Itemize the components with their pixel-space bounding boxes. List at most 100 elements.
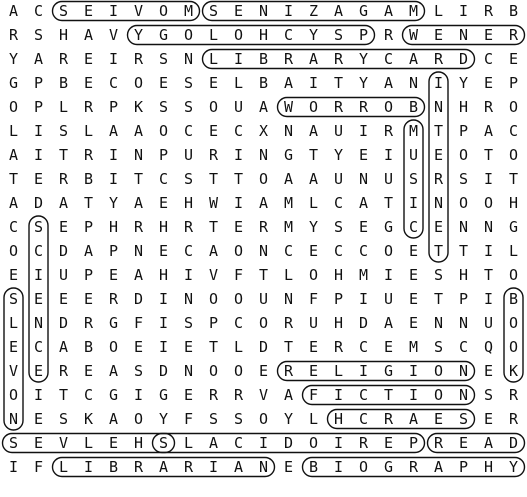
grid-letter: E (433, 410, 444, 428)
grid-letter: A (408, 410, 419, 428)
grid-letter: E (408, 242, 419, 260)
grid-letter: I (33, 386, 44, 404)
grid-letter: I (83, 458, 94, 476)
grid-letter: I (133, 386, 144, 404)
grid-letter: E (158, 194, 169, 212)
grid-letter: O (308, 434, 319, 452)
grid-letter: E (483, 362, 494, 380)
grid-letter: R (333, 50, 344, 68)
grid-letter: R (433, 434, 444, 452)
grid-letter: I (383, 146, 394, 164)
grid-letter: S (333, 26, 344, 44)
grid-letter: S (183, 98, 194, 116)
grid-letter: D (33, 194, 44, 212)
grid-letter: M (183, 2, 194, 20)
grid-letter: D (258, 338, 269, 356)
grid-letter: W (408, 26, 419, 44)
grid-letter: M (283, 194, 294, 212)
grid-letter: H (258, 26, 269, 44)
grid-letter: V (8, 362, 19, 380)
grid-letter: O (258, 410, 269, 428)
grid-letter: N (258, 458, 269, 476)
grid-letter: C (508, 122, 519, 140)
grid-letter: E (408, 266, 419, 284)
grid-letter: R (83, 146, 94, 164)
grid-letter: K (133, 98, 144, 116)
grid-letter: U (183, 146, 194, 164)
grid-letter: C (33, 2, 44, 20)
grid-letter: C (333, 242, 344, 260)
grid-letter: O (508, 146, 519, 164)
grid-letter: S (58, 122, 69, 140)
grid-letter: Y (133, 26, 144, 44)
grid-letter: L (8, 314, 19, 332)
grid-letter: R (183, 458, 194, 476)
grid-letter: R (233, 386, 244, 404)
grid-letter: E (383, 338, 394, 356)
grid-letter: R (433, 50, 444, 68)
grid-letter: L (208, 26, 219, 44)
grid-letter: B (83, 338, 94, 356)
grid-letter: U (483, 314, 494, 332)
grid-letter: O (508, 314, 519, 332)
grid-letter: F (133, 314, 144, 332)
grid-letter: A (133, 194, 144, 212)
grid-letter: R (383, 122, 394, 140)
grid-letter: G (358, 2, 369, 20)
grid-letter: E (183, 338, 194, 356)
grid-letter: E (83, 50, 94, 68)
grid-letter: S (158, 98, 169, 116)
grid-letter: E (233, 218, 244, 236)
grid-letter: A (233, 458, 244, 476)
grid-letter: G (108, 386, 119, 404)
grid-letter: Y (358, 50, 369, 68)
grid-letter: A (483, 122, 494, 140)
grid-letter: F (308, 386, 319, 404)
grid-letter: O (233, 242, 244, 260)
grid-letter: O (508, 266, 519, 284)
grid-letter: S (33, 218, 44, 236)
grid-letter: E (433, 146, 444, 164)
grid-letter: I (208, 458, 219, 476)
grid-letter: I (258, 434, 269, 452)
grid-letter: S (58, 2, 69, 20)
grid-letter: L (233, 74, 244, 92)
grid-letter: E (83, 2, 94, 20)
grid-letter: W (283, 98, 294, 116)
grid-letter: E (408, 314, 419, 332)
grid-letter: I (333, 434, 344, 452)
grid-letter: A (408, 50, 419, 68)
grid-letter: P (408, 434, 419, 452)
grid-letter: A (108, 410, 119, 428)
grid-letter: N (283, 122, 294, 140)
grid-letter: O (158, 2, 169, 20)
grid-letter: O (208, 362, 219, 380)
grid-letter: R (283, 362, 294, 380)
grid-letter: E (83, 290, 94, 308)
grid-letter: H (333, 410, 344, 428)
grid-letter: L (433, 2, 444, 20)
grid-letter: O (8, 98, 19, 116)
grid-letter: L (8, 122, 19, 140)
grid-letter: U (308, 314, 319, 332)
grid-letter: G (383, 362, 394, 380)
grid-letter: U (58, 266, 69, 284)
grid-letter: A (83, 26, 94, 44)
grid-letter: B (58, 74, 69, 92)
grid-letter: E (133, 338, 144, 356)
grid-letter: T (383, 386, 394, 404)
grid-letter: K (83, 410, 94, 428)
grid-letter: I (8, 458, 19, 476)
grid-letter: O (483, 194, 494, 212)
grid-letter: T (208, 218, 219, 236)
grid-letter: F (308, 290, 319, 308)
grid-letter: D (358, 314, 369, 332)
grid-letter: P (358, 26, 369, 44)
grid-letter: E (208, 122, 219, 140)
grid-letter: Y (358, 74, 369, 92)
grid-letter: V (208, 266, 219, 284)
grid-letter: T (308, 146, 319, 164)
grid-letter: Y (508, 458, 519, 476)
grid-letter: P (108, 242, 119, 260)
grid-letter: V (133, 2, 144, 20)
